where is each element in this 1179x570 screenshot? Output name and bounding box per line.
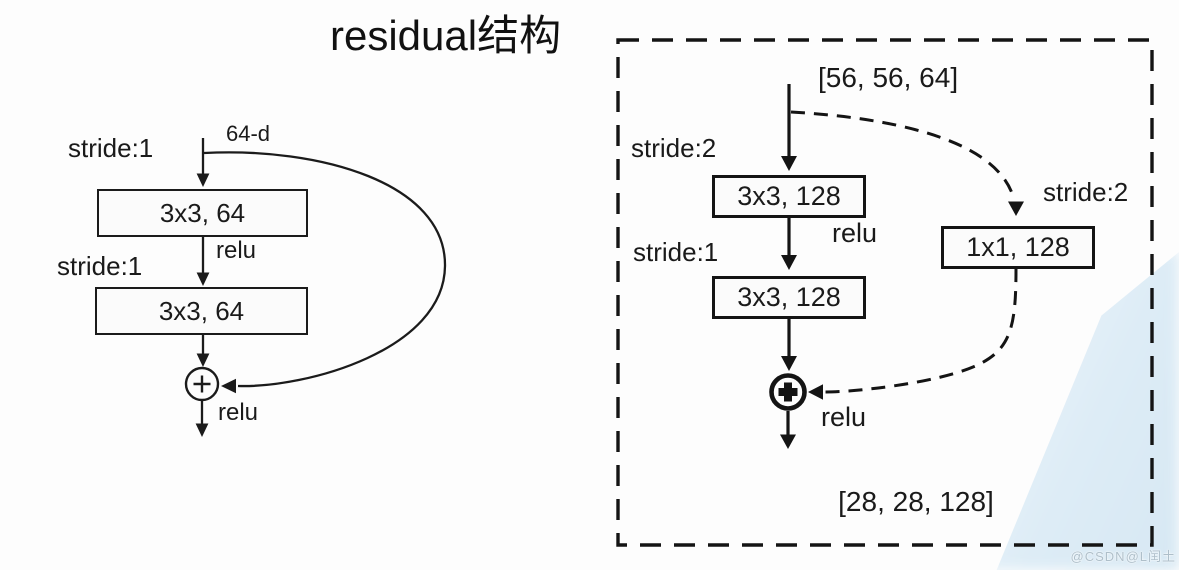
dashed-boundary-box [616,38,1154,547]
add-icon [184,366,220,402]
identity-shortcut-curve [203,151,447,388]
csdn-watermark: @CSDN@L闰土 [1070,549,1176,564]
right-relu-out-label: relu [821,402,867,432]
left-relu1-label: relu [216,237,257,264]
shortcut-stride-label: stride:2 [1043,177,1129,207]
left-input-dim-label: 64-d [226,121,271,146]
left-conv2-box: 3x3, 64 [95,287,308,335]
left-block-lines [184,138,447,437]
right-conv2-box: 3x3, 128 [712,276,866,319]
right-relu1-label: relu [832,218,878,248]
right-output-shape-label: [28, 28, 128] [838,486,994,517]
add-bold-icon [769,373,807,411]
left-stride2-label: stride:1 [57,251,143,281]
right-input-shape-label: [56, 56, 64] [818,62,959,93]
right-block-lines [616,38,1154,547]
left-conv1-box: 3x3, 64 [97,189,308,237]
right-conv1-box: 3x3, 128 [712,175,866,218]
shortcut-conv-box: 1x1, 128 [941,226,1095,269]
left-relu-out-label: relu [218,399,259,426]
page-title: residual结构 [330,12,562,59]
right-stride2-label: stride:2 [631,133,717,163]
projection-shortcut-curve-top [790,110,1015,197]
right-stride1-label: stride:1 [633,237,719,267]
left-stride1-label: stride:1 [68,133,154,163]
projection-shortcut-curve-bottom [824,267,1018,394]
